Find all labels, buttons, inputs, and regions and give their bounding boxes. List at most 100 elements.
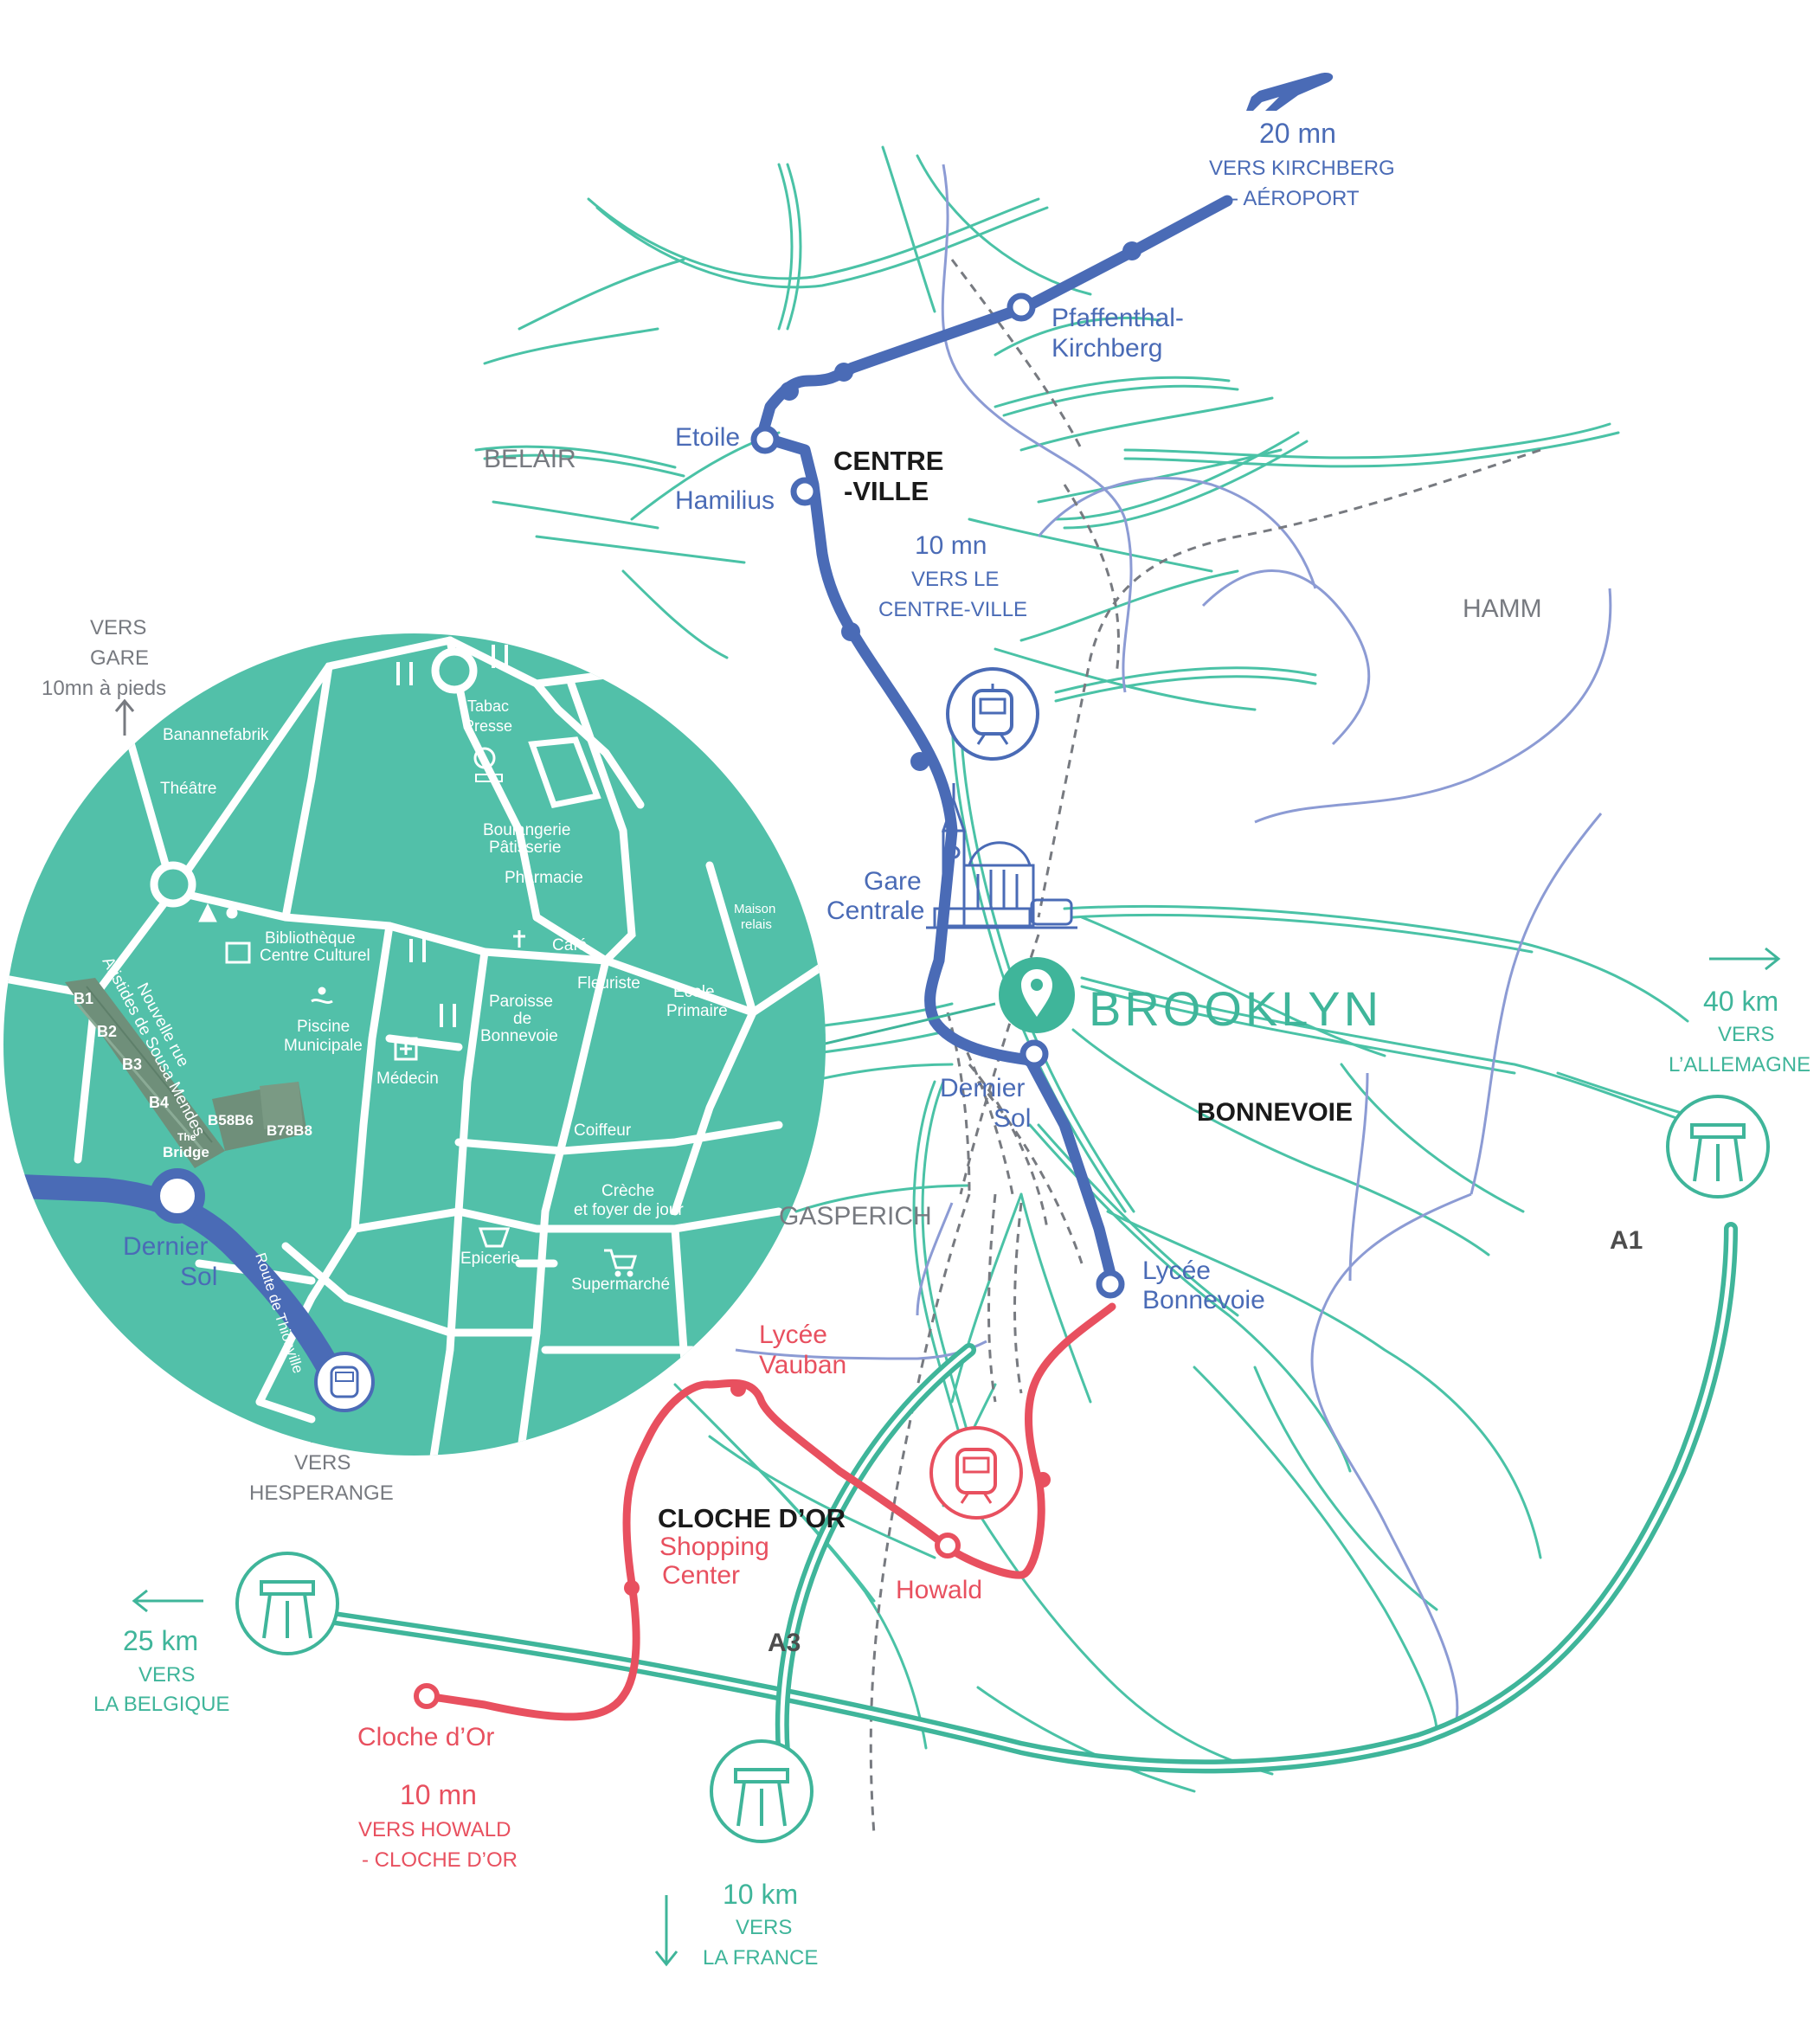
airport-destination-2: - AÉROPORT (1232, 187, 1360, 210)
district-cloche-dor: CLOCHE D’OR (658, 1503, 846, 1533)
airport-time: 20 mn (1259, 118, 1336, 149)
belgium-destination-2: LA BELGIQUE (93, 1693, 229, 1716)
money-icon (473, 747, 503, 782)
svg-text:Bonnevoie: Bonnevoie (480, 1027, 558, 1045)
svg-text:Fleuriste: Fleuriste (577, 974, 640, 993)
blue-stations (750, 241, 1142, 1299)
inset-building-labels: B1 B2 B3 B4 B58B6 B78B8 The Bridge (74, 990, 312, 1160)
stop-dernier-sol-1: Dernier (940, 1074, 1025, 1102)
svg-text:B4: B4 (149, 1094, 169, 1111)
svg-text:Maison: Maison (734, 902, 775, 916)
inset-icons (198, 645, 638, 1277)
red-destination-2: - CLOCHE D’OR (362, 1848, 518, 1872)
stop-hamilius: Hamilius (675, 486, 775, 515)
highway-icon-west (235, 1552, 339, 1655)
belgium-distance: 25 km (123, 1625, 198, 1656)
brooklyn-connector (791, 1002, 996, 1053)
highway-icon-south (710, 1739, 814, 1843)
svg-text:Médecin: Médecin (376, 1070, 439, 1088)
highway-icon-east (1666, 1095, 1770, 1199)
highways (270, 1222, 1738, 1774)
stop-pfaffenthal-1: Pfaffenthal- (1051, 304, 1184, 332)
germany-destination-1: VERS (1718, 1023, 1774, 1046)
restaurant-icon (409, 939, 426, 962)
rail-tracks (869, 259, 1541, 1835)
medical-icon (394, 1037, 418, 1061)
gare-walk-2: GARE (90, 646, 149, 670)
train-station-building-icon (926, 783, 1077, 929)
highway-a1-label: A1 (1610, 1226, 1643, 1255)
stop-dernier-sol-2: Sol (994, 1104, 1031, 1133)
svg-text:Municipale: Municipale (284, 1037, 363, 1055)
restaurant-icon (440, 1004, 456, 1027)
svg-text:relais: relais (741, 917, 772, 932)
stop-etoile: Etoile (675, 423, 740, 452)
svg-text:B1: B1 (74, 990, 93, 1007)
svg-text:B3: B3 (122, 1056, 142, 1073)
stop-gare-1: Gare (864, 867, 922, 896)
svg-text:Banannefabrik: Banannefabrik (163, 726, 269, 744)
restaurant-icon (492, 645, 508, 668)
tram-icon-red (929, 1426, 1023, 1520)
germany-destination-2: L’ALLEMAGNE (1669, 1053, 1810, 1076)
red-time: 10 mn (400, 1779, 477, 1810)
svg-text:et foyer de jour: et foyer de jour (574, 1201, 684, 1219)
svg-text:Crèche: Crèche (601, 1182, 654, 1200)
svg-text:Piscine: Piscine (297, 1018, 350, 1036)
svg-text:Ecole: Ecole (673, 983, 715, 1001)
district-bonnevoie: BONNEVOIE (1197, 1098, 1353, 1127)
svg-text:B58B6: B58B6 (208, 1112, 254, 1128)
centre-destination-1: VERS LE (911, 568, 999, 591)
svg-text:Epicerie: Epicerie (460, 1250, 520, 1268)
stop-lycee-bonnevoie-2: Bonnevoie (1142, 1286, 1265, 1314)
district-belair: BELAIR (484, 445, 576, 473)
district-gasperich: GASPERICH (779, 1202, 932, 1231)
tram-icon-inset (314, 1352, 375, 1412)
stop-cloche-dor: Cloche d’Or (357, 1723, 494, 1751)
germany-distance: 40 km (1703, 986, 1778, 1017)
svg-text:Primaire: Primaire (666, 1002, 728, 1020)
stop-gare-2: Centrale (826, 897, 924, 925)
stop-shopping-2: Center (662, 1561, 740, 1590)
inset-dernier-sol-1: Dernier (123, 1232, 208, 1261)
airport-destination-1: VERS KIRCHBERG (1209, 157, 1395, 180)
svg-text:Tabac: Tabac (467, 697, 509, 715)
red-destination-1: VERS HOWALD (358, 1818, 511, 1841)
cart-icon (604, 1249, 638, 1277)
cross-icon (513, 930, 525, 948)
svg-text:Pâtisserie: Pâtisserie (489, 839, 561, 857)
svg-text:Paroisse: Paroisse (489, 993, 553, 1011)
svg-text:Pharmacie: Pharmacie (505, 869, 583, 887)
brooklyn-label: BROOKLYN (1089, 981, 1382, 1036)
stop-lycee-vauban-2: Vauban (759, 1351, 846, 1379)
tree-icon (198, 903, 238, 922)
svg-text:Centre Culturel: Centre Culturel (260, 947, 370, 965)
neighborhood-inset (3, 633, 826, 1456)
basket-icon (478, 1227, 511, 1248)
centre-destination-2: CENTRE-VILLE (878, 598, 1027, 621)
gare-walk-3: 10mn à pieds (42, 677, 166, 700)
svg-text:Bibliothèque: Bibliothèque (265, 929, 356, 948)
red-stations (414, 1381, 1051, 1709)
district-hamm: HAMM (1463, 594, 1542, 623)
stop-shopping-1: Shopping (659, 1533, 769, 1561)
france-distance: 10 km (723, 1879, 798, 1910)
svg-text:Théâtre: Théâtre (160, 780, 216, 798)
svg-text:Boulangerie: Boulangerie (483, 821, 570, 839)
blue-tram-line (756, 195, 1233, 1287)
hesperange-2: HESPERANGE (249, 1481, 394, 1505)
airplane-icon (1246, 73, 1334, 111)
stop-howald: Howald (896, 1576, 982, 1604)
svg-text:de: de (513, 1010, 531, 1028)
arrow-left-icon (132, 1589, 203, 1613)
stop-lycee-vauban-1: Lycée (759, 1321, 827, 1349)
stop-lycee-bonnevoie-1: Lycée (1142, 1256, 1211, 1285)
library-icon (225, 942, 251, 964)
arrow-down-icon (654, 1895, 678, 1967)
svg-text:Coiffeur: Coiffeur (574, 1121, 632, 1140)
svg-text:Supermarché: Supermarché (571, 1276, 670, 1294)
svg-text:Bridge: Bridge (163, 1144, 209, 1160)
highway-a3-label: A3 (768, 1629, 801, 1657)
svg-text:B2: B2 (97, 1023, 117, 1040)
